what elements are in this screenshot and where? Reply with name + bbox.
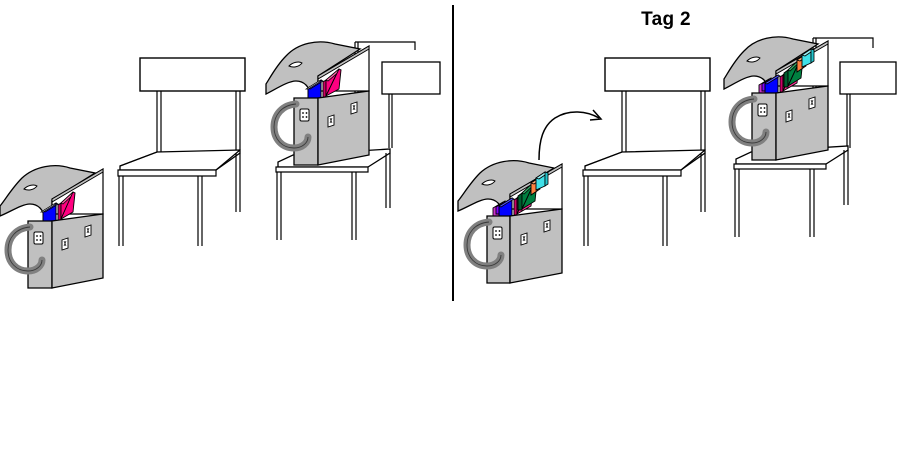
content-item-cyan — [801, 48, 815, 68]
bag-on-chair[interactable] — [723, 36, 897, 237]
bag-on-floor[interactable] — [0, 165, 104, 289]
bag-clasp[interactable] — [492, 226, 503, 240]
bag-side-marks — [327, 101, 358, 128]
bag-handle[interactable] — [270, 100, 312, 152]
flap-tab — [23, 184, 38, 191]
bag-rim — [51, 168, 104, 203]
panel-divider — [452, 5, 454, 301]
content-item-cyan — [535, 171, 549, 191]
bag-front-face — [27, 220, 53, 289]
empty-chair[interactable] — [582, 57, 711, 246]
bag-clasp[interactable] — [757, 103, 768, 117]
flap-tab — [746, 56, 761, 63]
panel-left-scene — [0, 41, 441, 289]
page-title: Tag 2 — [641, 9, 691, 30]
bag-side-face — [509, 208, 563, 284]
panel-right — [455, 0, 900, 450]
bag-front-face — [293, 97, 319, 166]
bag-side-marks — [61, 224, 92, 251]
bag-side-face — [317, 90, 370, 166]
bag-on-floor[interactable] — [457, 160, 563, 284]
content-item-blue — [764, 74, 781, 94]
flap-tab — [481, 179, 496, 186]
bag-front-face — [486, 215, 511, 284]
content-item-magenta — [322, 68, 342, 98]
bag-side-marks — [520, 219, 551, 246]
content-separator — [39, 203, 58, 213]
empty-chair[interactable] — [117, 57, 246, 246]
bag-handle[interactable] — [4, 223, 46, 275]
bag-clasp[interactable] — [299, 108, 310, 122]
bag-handle[interactable] — [728, 95, 770, 147]
content-item-magenta — [57, 191, 76, 221]
bag-side-face — [51, 213, 104, 289]
bag-side-marks — [785, 96, 816, 123]
bag-on-chair[interactable] — [265, 41, 441, 240]
bag-rim — [317, 45, 370, 80]
bag-handle[interactable] — [463, 218, 505, 270]
content-separator — [304, 80, 323, 90]
bag-front-face — [751, 92, 777, 161]
flap-tab — [288, 61, 303, 68]
bag-clasp[interactable] — [33, 231, 44, 245]
panel-right-scene — [457, 36, 897, 284]
motion-arrow — [538, 109, 603, 161]
panel-left — [0, 41, 441, 289]
bag-side-face — [775, 85, 829, 161]
